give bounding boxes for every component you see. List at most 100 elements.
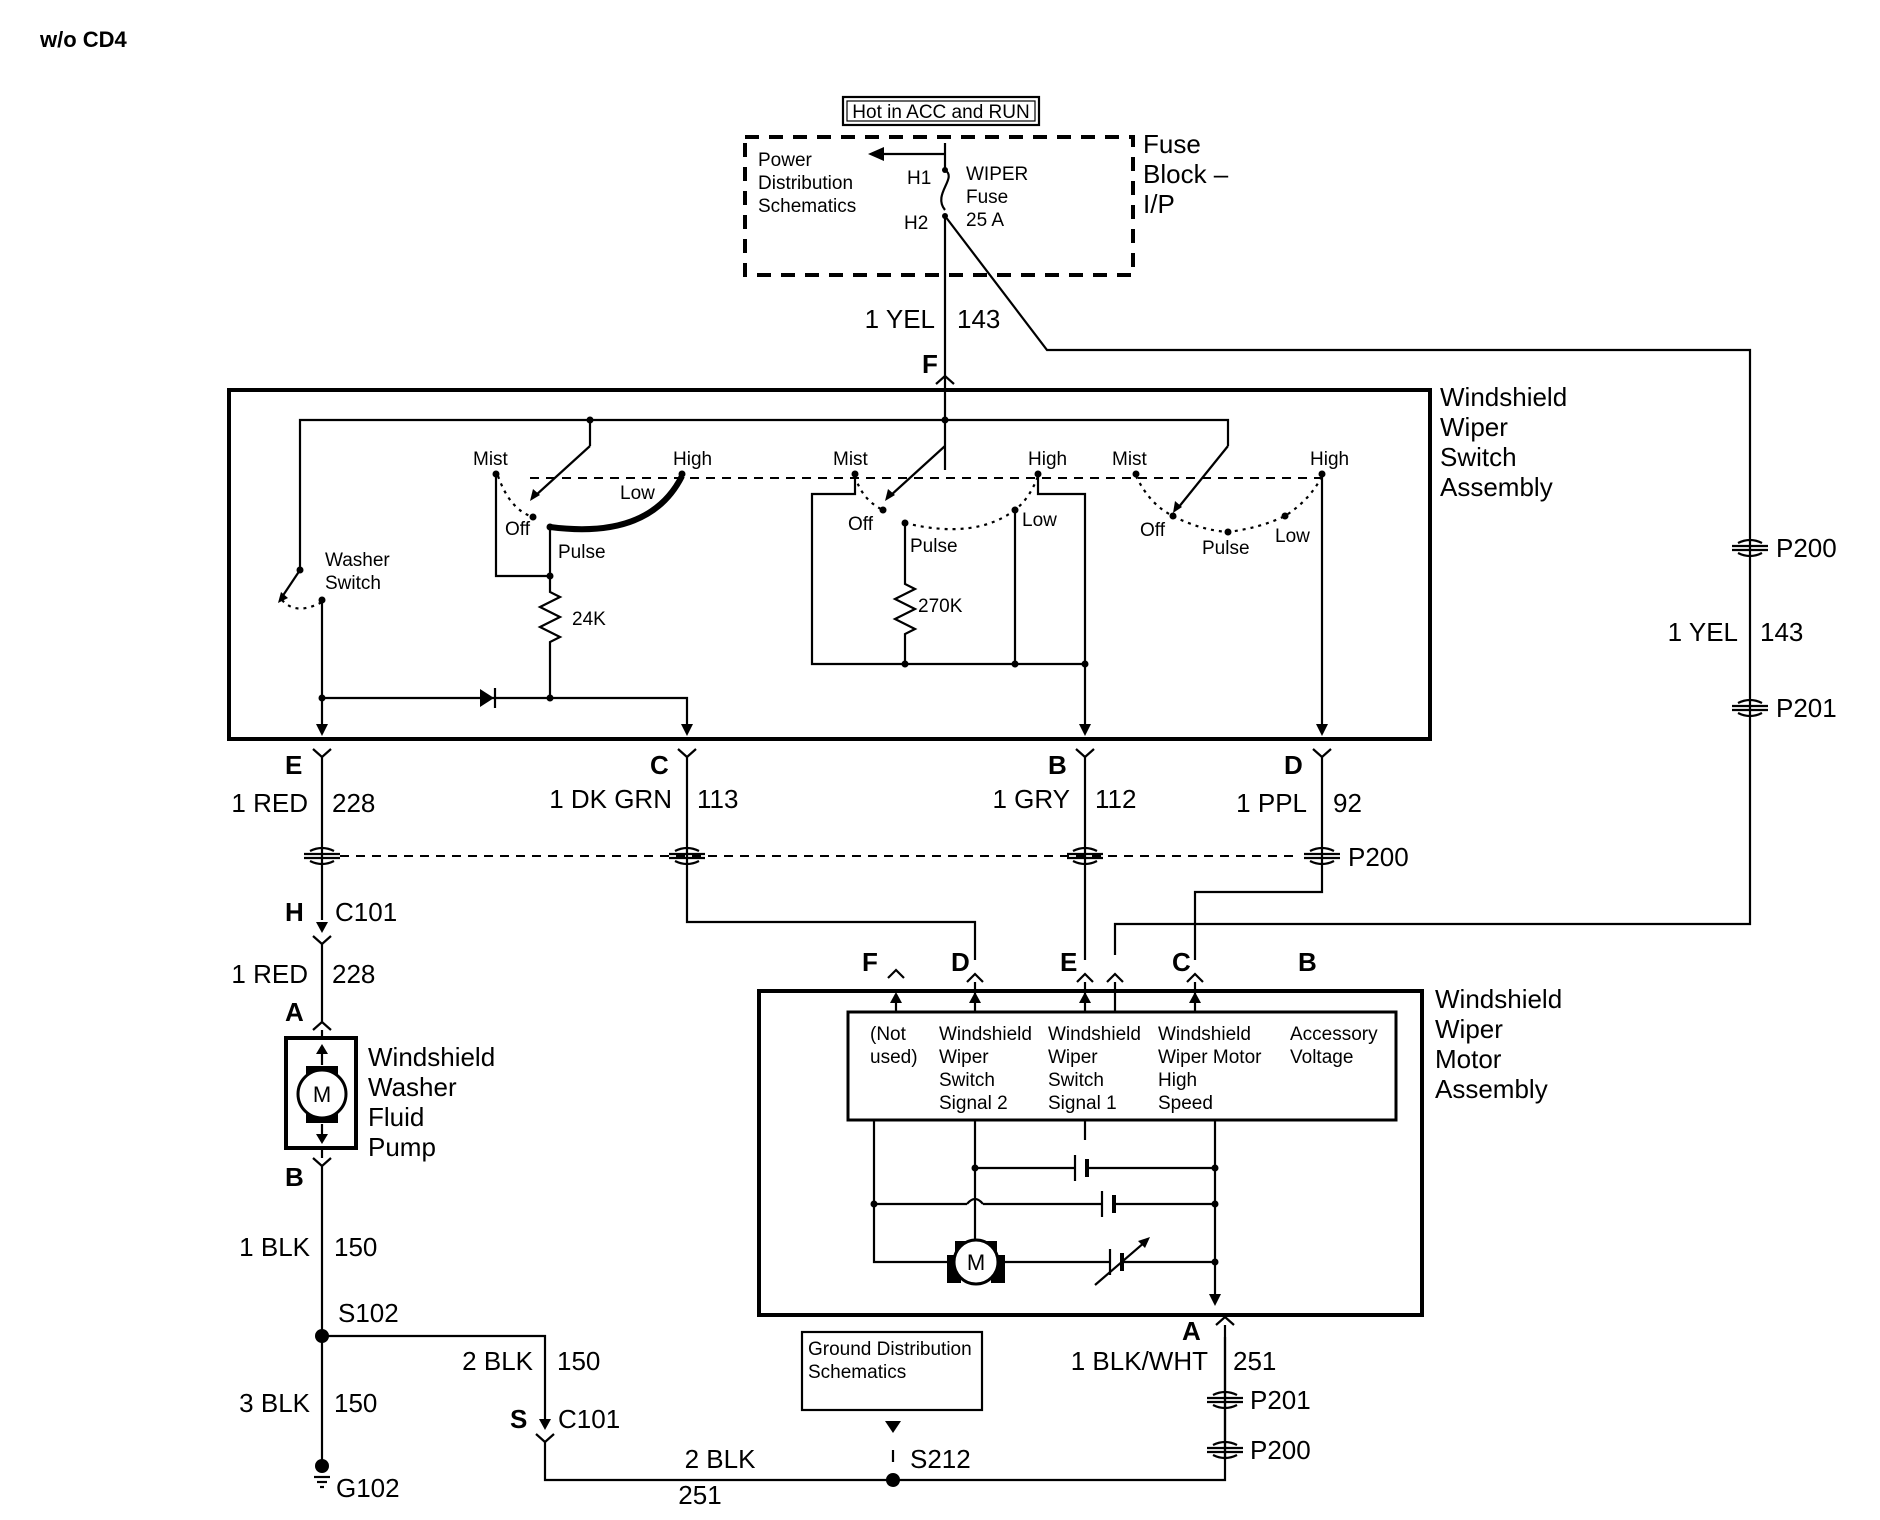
wiper-motor-assembly: Windshield Wiper Motor Assembly F D E C … — [757, 947, 1562, 1317]
terminal-signal1-2: Wiper — [1048, 1047, 1098, 1068]
terminal-not-used-1: (Not — [870, 1024, 907, 1045]
motor-pin-e: E — [1060, 947, 1077, 977]
s2-pulse-label: Pulse — [910, 536, 958, 557]
motor-pin-a: A — [1182, 1316, 1201, 1346]
wire-143-right-gauge: 1 YEL — [1668, 617, 1738, 647]
terminal-signal1-1: Windshield — [1048, 1024, 1141, 1045]
s3-high-label: High — [1310, 449, 1349, 470]
terminal-signal2-4: Signal 2 — [939, 1093, 1008, 1114]
motor-pin-f: F — [862, 947, 878, 977]
wire-251-ground-gauge: 2 BLK — [685, 1444, 756, 1474]
pump-pin-a: A — [285, 997, 304, 1027]
terminal-accessory-2: Voltage — [1290, 1047, 1353, 1068]
pump-title-1: Windshield — [368, 1042, 495, 1072]
s2-low-label: Low — [1022, 510, 1057, 531]
resistor-270k-label: 270K — [918, 596, 963, 617]
wire-251-motor-gauge: 1 BLK/WHT — [1071, 1346, 1208, 1376]
wire-251-motor-circuit: 251 — [1233, 1346, 1276, 1376]
wire-143-top-circuit: 143 — [957, 304, 1000, 334]
motor-pin-c: C — [1172, 947, 1191, 977]
pump-motor-symbol: M — [313, 1082, 331, 1107]
fuse-terminal-h1: H1 — [907, 168, 931, 189]
power-distribution-label-1: Power — [758, 150, 813, 171]
wire-228-bottom-circuit: 228 — [332, 959, 375, 989]
switch-title-1: Windshield — [1440, 382, 1567, 412]
pump-title-4: Pump — [368, 1132, 436, 1162]
wire-112-gauge: 1 GRY — [992, 784, 1070, 814]
terminal-accessory-1: Accessory — [1290, 1024, 1378, 1045]
wire-143-right-circuit: 143 — [1760, 617, 1803, 647]
wire-112-circuit: 112 — [1095, 784, 1136, 814]
switch-title-3: Switch — [1440, 442, 1517, 472]
wire-150-branch-circuit: 150 — [557, 1346, 600, 1376]
terminal-high-speed-4: Speed — [1158, 1093, 1213, 1114]
wiper-fuse-label-3: 25 A — [966, 210, 1004, 231]
p201-label-bottom: P201 — [1250, 1385, 1311, 1415]
splice-s212-label: S212 — [910, 1444, 971, 1474]
wire-150-branch-gauge: 2 BLK — [462, 1346, 533, 1376]
s1-low-label: Low — [620, 483, 655, 504]
fuse-block: Hot in ACC and RUN Fuse Block – I/P Powe… — [743, 95, 1229, 277]
splice-s102-label: S102 — [338, 1298, 399, 1328]
power-distribution-label-2: Distribution — [758, 173, 853, 194]
terminal-not-used-2: used) — [870, 1047, 918, 1068]
wire-143-top-gauge: 1 YEL — [865, 304, 935, 334]
wire-150-pump-gauge: 1 BLK — [239, 1232, 310, 1262]
s1-pulse-label: Pulse — [558, 542, 606, 563]
s1-high-label: High — [673, 449, 712, 470]
s2-off-label: Off — [848, 514, 874, 535]
wiper-motor-symbol: M — [967, 1250, 985, 1275]
resistor-24k-label: 24K — [572, 609, 606, 630]
wire-113-gauge: 1 DK GRN — [549, 784, 672, 814]
s3-mist-label: Mist — [1112, 449, 1148, 470]
switch-output-wires: E C B D 1 RED 228 1 DK GRN 113 1 GRY 112… — [231, 748, 1409, 960]
s3-low-label: Low — [1275, 526, 1310, 547]
s3-off-label: Off — [1140, 520, 1166, 541]
fuse-terminal-h2: H2 — [904, 213, 928, 234]
wiper-fuse-label-2: Fuse — [966, 187, 1008, 208]
motor-ground-circuit: A 1 BLK/WHT 251 P201 P200 — [1071, 1315, 1311, 1465]
wire-251-ground-circuit: 251 — [678, 1480, 721, 1510]
s2-high-label: High — [1028, 449, 1067, 470]
washer-pump-circuit: H C101 1 RED 228 A M Windshield Washer F… — [231, 897, 1227, 1510]
wiper-switch-assembly: Windshield Wiper Switch Assembly Washer … — [227, 382, 1567, 741]
p200-label-row: P200 — [1348, 842, 1409, 872]
pump-title-3: Fluid — [368, 1102, 424, 1132]
washer-switch-label-2: Switch — [325, 573, 381, 594]
motor-title-2: Wiper — [1435, 1014, 1503, 1044]
ground-distribution-label-1: Ground Distribution — [808, 1339, 972, 1360]
terminal-high-speed-1: Windshield — [1158, 1024, 1251, 1045]
ground-distribution-label-2: Schematics — [808, 1362, 906, 1383]
wire-92-circuit: 92 — [1333, 788, 1362, 818]
terminal-high-speed-2: Wiper Motor — [1158, 1047, 1262, 1068]
pump-title-2: Washer — [368, 1072, 457, 1102]
wire-150-ground-gauge: 3 BLK — [239, 1388, 310, 1418]
fuse-block-title-1: Fuse — [1143, 129, 1201, 159]
switch-title-4: Assembly — [1440, 472, 1553, 502]
motor-pin-b: B — [1298, 947, 1317, 977]
c101-pin-h: H — [285, 897, 304, 927]
c101-pin-s: S — [510, 1404, 527, 1434]
motor-title-1: Windshield — [1435, 984, 1562, 1014]
wire-228-top-gauge: 1 RED — [231, 788, 308, 818]
motor-title-3: Motor — [1435, 1044, 1502, 1074]
wire-113-circuit: 113 — [697, 784, 738, 814]
wire-228-top-circuit: 228 — [332, 788, 375, 818]
terminal-signal2-2: Wiper — [939, 1047, 989, 1068]
pump-pin-b: B — [285, 1162, 304, 1192]
washer-switch-label-1: Washer — [325, 550, 390, 571]
pin-e-label: E — [285, 750, 302, 780]
fuse-block-title-2: Block – — [1143, 159, 1229, 189]
terminal-high-speed-3: High — [1158, 1070, 1197, 1091]
ground-g102-label: G102 — [336, 1473, 400, 1503]
wiper-fuse-label-1: WIPER — [966, 164, 1028, 185]
pin-d-label: D — [1284, 750, 1303, 780]
terminal-signal1-4: Signal 1 — [1048, 1093, 1117, 1114]
s1-off-label: Off — [505, 519, 531, 540]
terminal-signal1-3: Switch — [1048, 1070, 1104, 1091]
hot-in-acc-run-label: Hot in ACC and RUN — [852, 102, 1029, 123]
terminal-signal2-1: Windshield — [939, 1024, 1032, 1045]
p200-label-bottom: P200 — [1250, 1435, 1311, 1465]
pin-b-label: B — [1048, 750, 1067, 780]
